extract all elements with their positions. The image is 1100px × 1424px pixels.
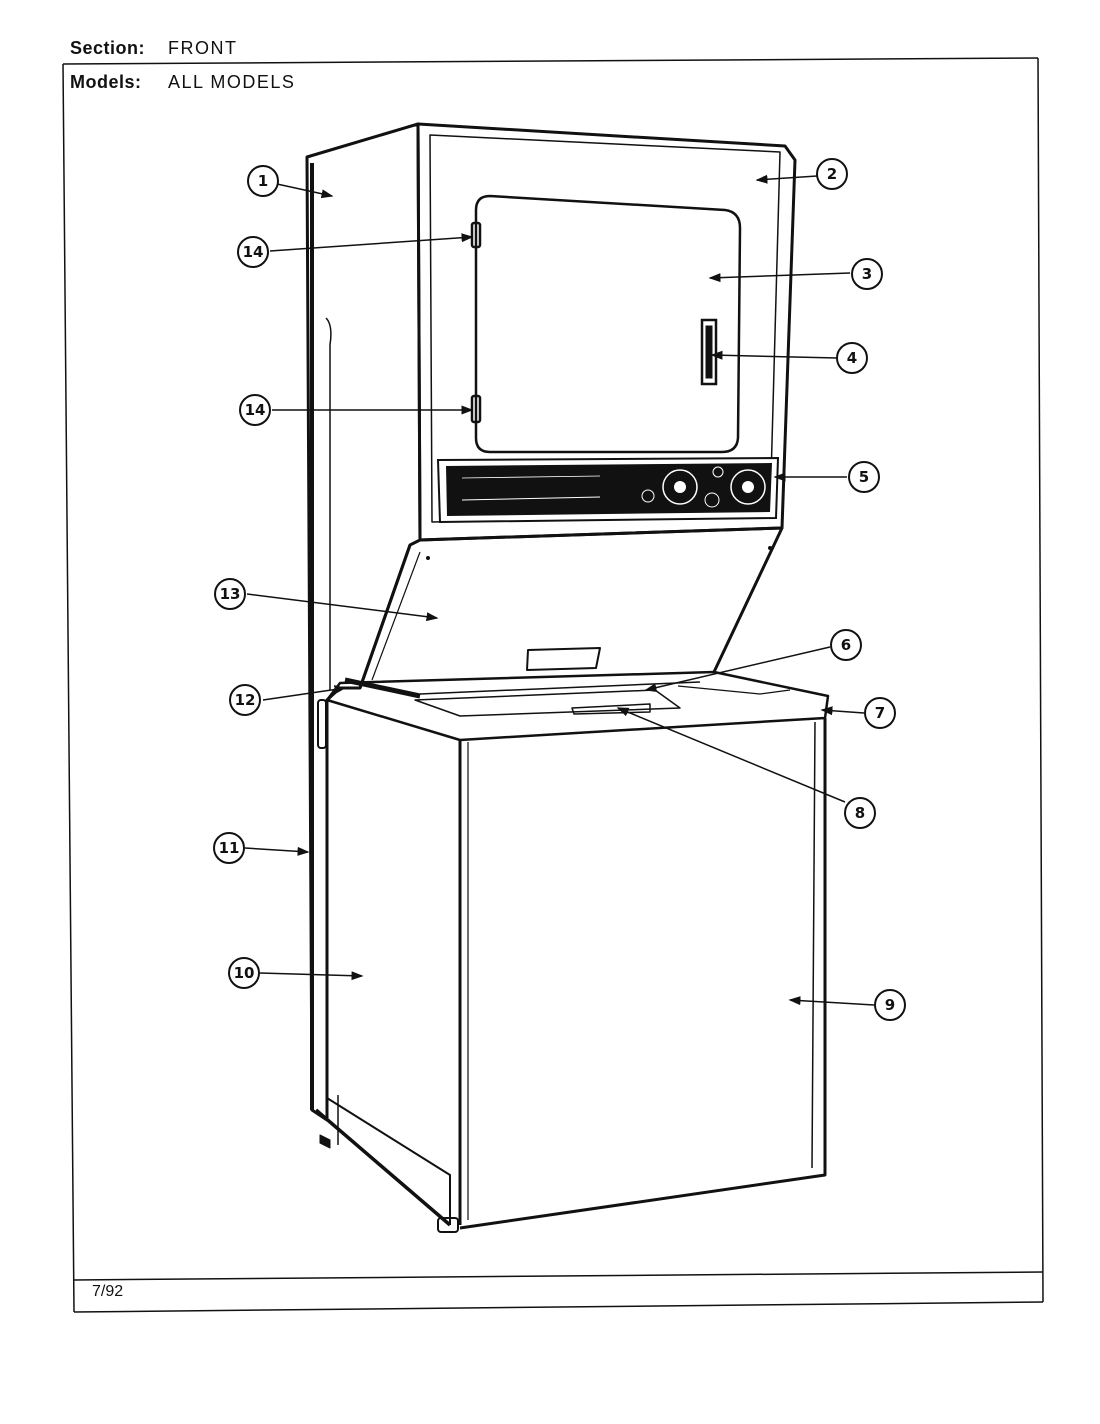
- page-frame: [62, 57, 1044, 1313]
- callout-label-10: 10: [234, 964, 255, 982]
- callout-label-11: 11: [219, 839, 240, 857]
- callout-numbers: 1 2 3 4 5 6 7 8 9 10 11 12 13 14 14: [219, 165, 896, 1014]
- washer-cabinet: [317, 699, 827, 1233]
- models-label: Models:: [70, 72, 142, 92]
- callout-label-1: 1: [258, 172, 268, 190]
- callout-11: [213, 832, 245, 864]
- side-panel: [305, 122, 452, 1227]
- section-value: FRONT: [168, 38, 238, 58]
- callout-label-7: 7: [875, 704, 885, 722]
- models-line: Models: ALL MODELS: [70, 72, 295, 93]
- callout-1: [247, 165, 279, 197]
- callout-label-2: 2: [827, 165, 837, 183]
- models-value: ALL MODELS: [168, 72, 296, 92]
- callout-4: [836, 342, 868, 374]
- callout-8: [844, 797, 876, 829]
- callout-7: [864, 697, 896, 729]
- door-handle: [700, 318, 718, 386]
- callout-13: [214, 578, 246, 610]
- callout-label-6: 6: [841, 636, 851, 654]
- callout-10: [228, 957, 260, 989]
- callout-12: [229, 684, 261, 716]
- callout-5: [848, 461, 880, 493]
- callout-label-5: 5: [859, 468, 869, 486]
- callout-label-12: 12: [235, 691, 256, 709]
- revision-date: 7/92: [92, 1283, 124, 1300]
- callout-label-3: 3: [862, 265, 872, 283]
- callout-circles: [213, 158, 906, 1021]
- callout-label-14a: 14: [243, 243, 264, 261]
- callout-14b: [239, 394, 271, 426]
- callout-label-14b: 14: [245, 401, 266, 419]
- callout-label-13: 13: [220, 585, 241, 603]
- callout-label-9: 9: [885, 996, 895, 1014]
- callout-14a: [237, 236, 269, 268]
- callout-label-4: 4: [847, 349, 857, 367]
- dryer-door: [474, 194, 742, 454]
- washer-top: [325, 670, 830, 1225]
- callout-label-8: 8: [855, 804, 865, 822]
- callout-3: [851, 258, 883, 290]
- control-panel: [436, 456, 780, 524]
- leader-lines: [244, 174, 875, 1006]
- callout-2: [816, 158, 848, 190]
- callout-9: [874, 989, 906, 1021]
- section-line: Section: FRONT: [70, 38, 238, 59]
- section-label: Section:: [70, 38, 146, 58]
- callout-6: [830, 629, 862, 661]
- lower-panel: [358, 526, 784, 689]
